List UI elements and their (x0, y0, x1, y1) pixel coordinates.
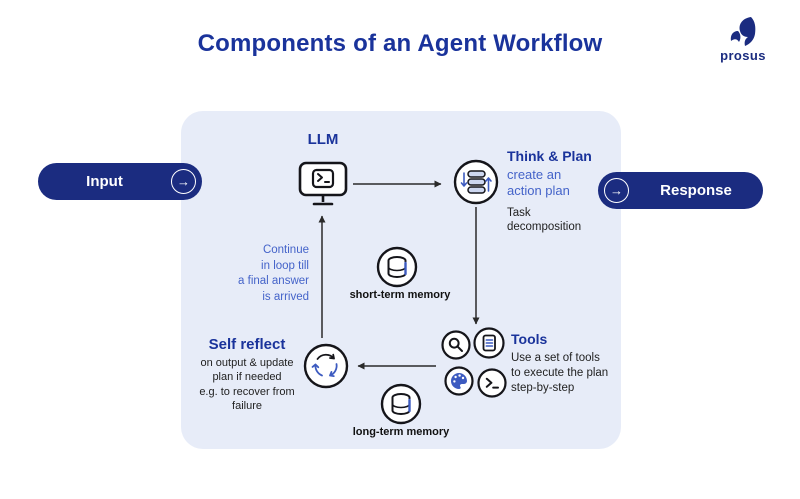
response-label: Response (660, 182, 732, 199)
loop-annotation: Continue in loop till a final answer is … (238, 244, 309, 303)
tools-desc: Use a set of tools to execute the plan s… (511, 352, 609, 394)
think-plan-stack-icon (453, 159, 499, 205)
tools-text: Tools Use a set of tools to execute the … (511, 331, 615, 396)
self-reflect-loop-icon (303, 343, 349, 389)
tools-title: Tools (511, 331, 548, 347)
input-pill: Input → (38, 163, 202, 200)
page-title: Components of an Agent Workflow (197, 30, 603, 57)
llm-label: LLM (307, 131, 339, 148)
think-plan-title: Think & Plan (507, 148, 592, 164)
think-plan-text: Think & Plan create an action plan Task … (507, 148, 609, 234)
search-tool-icon (441, 330, 471, 360)
llm-monitor-icon (298, 161, 348, 206)
short-term-memory-database-icon (376, 246, 418, 288)
long-term-memory-database-icon (380, 383, 422, 425)
response-pill: → Response (598, 172, 763, 209)
palette-tool-icon (444, 366, 474, 396)
input-label: Input (86, 173, 123, 190)
terminal-tool-icon (477, 368, 507, 398)
arrow-right-icon: → (604, 178, 629, 203)
self-reflect-desc: on output & update plan if needed e.g. t… (199, 357, 295, 412)
short-term-memory-label: short-term memory (349, 289, 451, 301)
self-reflect-text: Self reflect on output & update plan if … (191, 336, 303, 413)
think-plan-subtitle: create an action plan (507, 167, 570, 198)
prosus-bird-icon (730, 17, 756, 46)
brand-wordmark: prosus (720, 48, 766, 63)
self-reflect-title: Self reflect (208, 336, 286, 353)
brand-logo: prosus (712, 16, 774, 63)
document-tool-icon (473, 327, 505, 359)
arrow-right-icon: → (171, 169, 196, 194)
long-term-memory-label: long-term memory (352, 426, 450, 438)
think-plan-note: Task decomposition (507, 206, 582, 234)
